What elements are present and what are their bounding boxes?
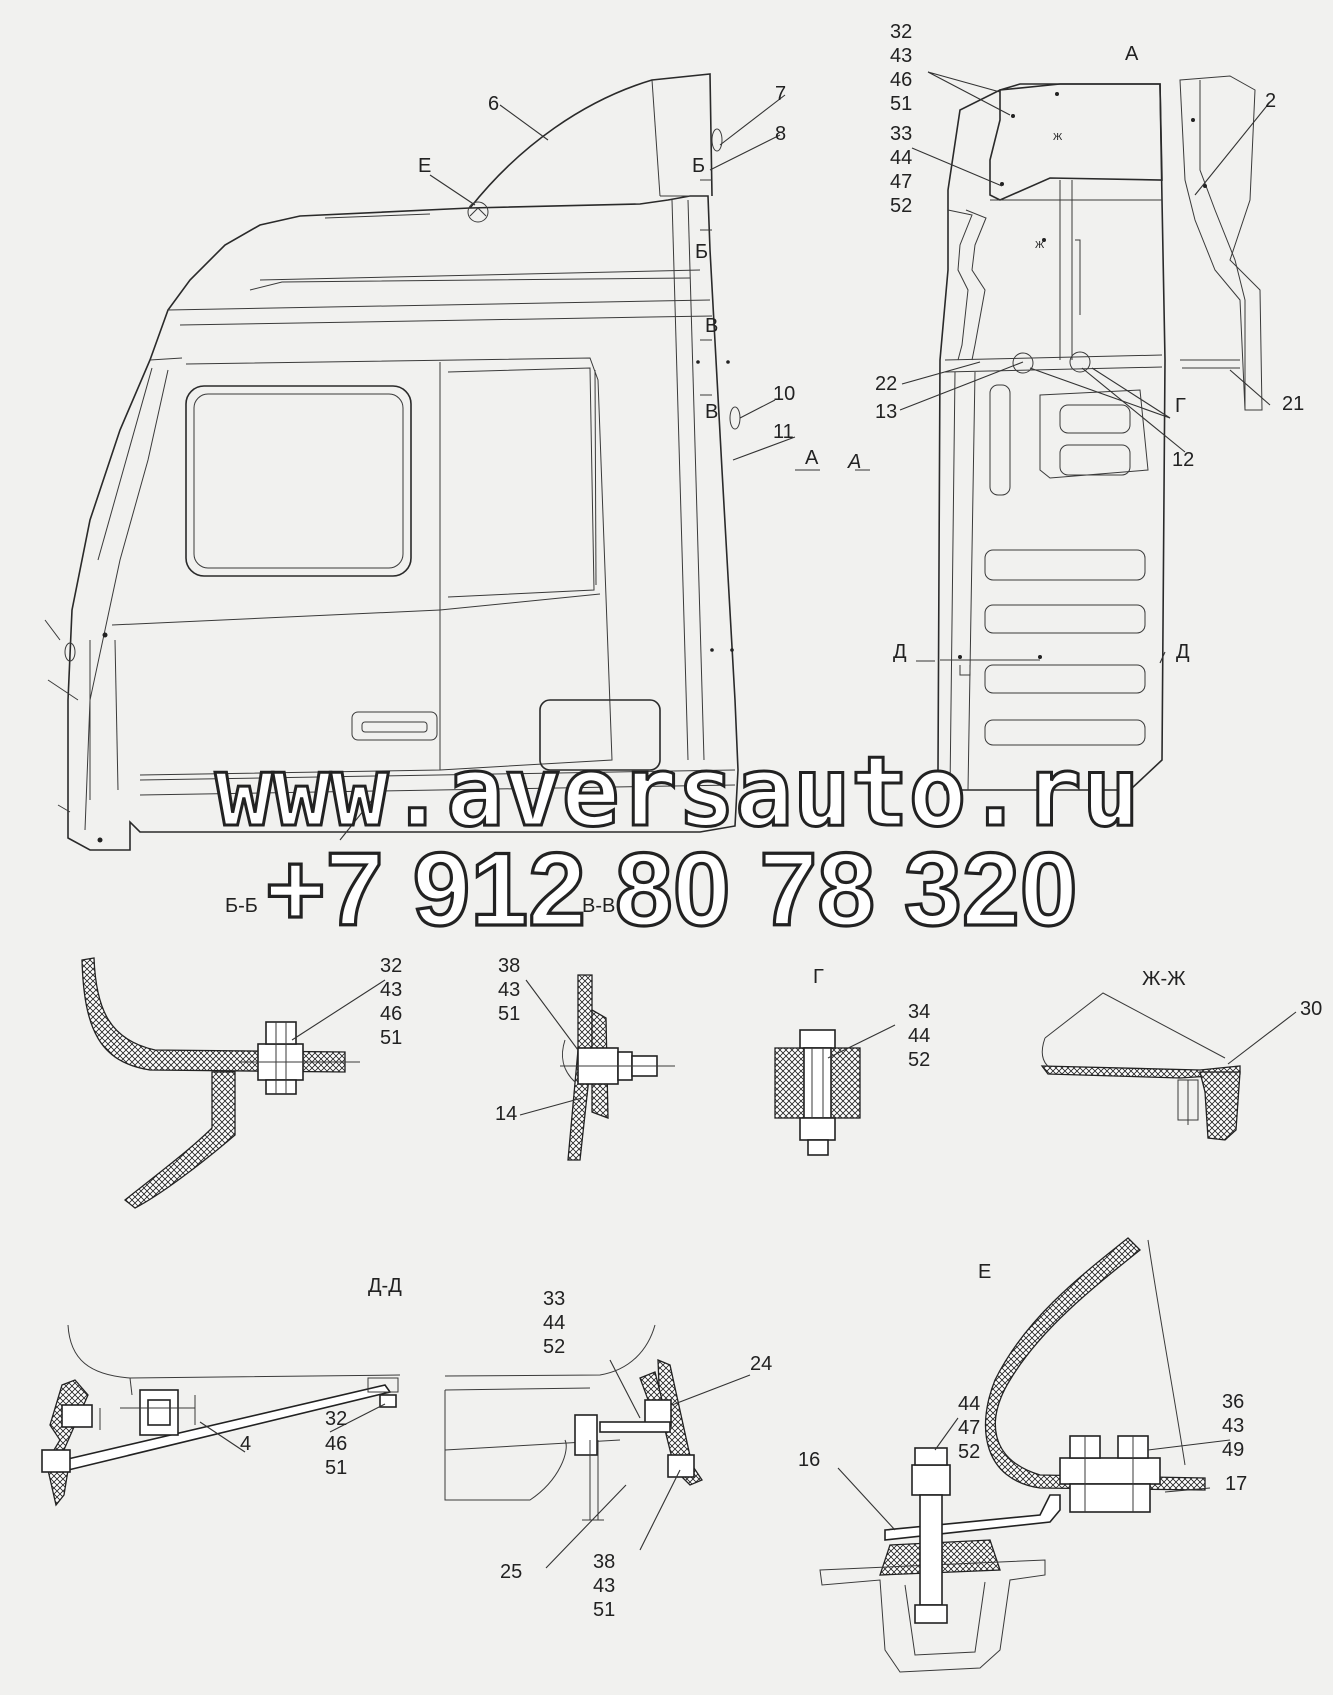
- section-zhzh: Ж-Ж 30: [1040, 968, 1322, 1141]
- section-zhzh-title: Ж-Ж: [1142, 968, 1186, 990]
- cab-rear-view: [899, 71, 1271, 791]
- label-47-mid: 47: [890, 171, 912, 193]
- section-vv: В-В 38 43 51 14: [495, 895, 675, 1161]
- dd-left-46: 46: [325, 1433, 347, 1455]
- label-32-top: 32: [890, 21, 912, 43]
- dd-top-44: 44: [543, 1312, 565, 1334]
- callout-22: 22: [875, 373, 897, 395]
- section-mark-d-left: Д: [893, 641, 907, 663]
- label-43-top: 43: [890, 45, 912, 67]
- e-part-16: 16: [798, 1449, 820, 1471]
- section-vv-title: В-В: [582, 895, 615, 917]
- label-33-mid: 33: [890, 123, 912, 145]
- callout-11: 11: [773, 421, 794, 443]
- section-bb-title: Б-Б: [225, 895, 258, 917]
- callout-6: 6: [488, 93, 499, 115]
- e-part-17: 17: [1225, 1473, 1247, 1495]
- cab-side-view: [44, 73, 870, 851]
- bb-label-43: 43: [380, 979, 402, 1001]
- watermark: www.aversauto.ru +7 912 80 78 320: [214, 735, 1142, 950]
- e-left-52: 52: [958, 1441, 980, 1463]
- callout-8: 8: [775, 123, 786, 145]
- callout-10: 10: [773, 383, 795, 405]
- vv-label-51: 51: [498, 1003, 520, 1025]
- g-label-34: 34: [908, 1001, 930, 1023]
- section-mark-zh-top: Ж: [1053, 132, 1063, 143]
- view-arrow-a-italic: А: [847, 451, 861, 473]
- detail-e-title: Е: [978, 1261, 991, 1283]
- section-mark-b-bottom: Б: [695, 241, 708, 263]
- detail-e: Е 44 47 52 36 43 49 16 17: [798, 1237, 1247, 1673]
- section-mark-b-top: Б: [692, 155, 705, 177]
- label-46-top: 46: [890, 69, 912, 91]
- dd-bottom-38: 38: [593, 1551, 615, 1573]
- callout-21: 21: [1282, 393, 1304, 415]
- vv-label-43: 43: [498, 979, 520, 1001]
- watermark-phone: +7 912 80 78 320: [265, 832, 1078, 948]
- main-view-callouts: 6 7 8 E Б Б В В 10 11 А А: [418, 83, 861, 473]
- section-dd-title: Д-Д: [368, 1275, 402, 1297]
- callout-12: 12: [1172, 449, 1194, 471]
- callout-13: 13: [875, 401, 897, 423]
- detail-g-title: Г: [813, 966, 824, 988]
- zhzh-part-30: 30: [1300, 998, 1322, 1020]
- section-mark-v-top: В: [705, 315, 718, 337]
- bb-label-46: 46: [380, 1003, 402, 1025]
- callout-e: E: [418, 155, 431, 177]
- section-dd: Д-Д 4 32 46 51 33 44 52 24 25 38 43 51: [41, 1275, 772, 1621]
- vv-part-14: 14: [495, 1103, 517, 1125]
- watermark-url: www.aversauto.ru: [215, 736, 1140, 848]
- dd-top-52: 52: [543, 1336, 565, 1358]
- rear-view-callouts: 32 43 46 51 33 44 47 52 А 2 22 13 Г 21 1…: [875, 21, 1304, 663]
- dd-part-4: 4: [240, 1433, 251, 1455]
- callout-7: 7: [775, 83, 786, 105]
- e-left-47: 47: [958, 1417, 980, 1439]
- e-right-43: 43: [1222, 1415, 1244, 1437]
- detail-g: Г 34 44 52: [774, 966, 930, 1156]
- dd-left-32: 32: [325, 1408, 347, 1430]
- view-a-label: А: [1125, 43, 1139, 65]
- section-mark-v-bottom: В: [705, 401, 718, 423]
- label-51-top: 51: [890, 93, 912, 115]
- dd-part-25: 25: [500, 1561, 522, 1583]
- e-right-49: 49: [1222, 1439, 1244, 1461]
- dd-left-51: 51: [325, 1457, 347, 1479]
- section-mark-zh-bottom: Ж: [1035, 240, 1045, 251]
- g-label-44: 44: [908, 1025, 930, 1047]
- label-52-mid: 52: [890, 195, 912, 217]
- bb-label-51: 51: [380, 1027, 402, 1049]
- dd-part-24: 24: [750, 1353, 772, 1375]
- dd-top-33: 33: [543, 1288, 565, 1310]
- bb-label-32: 32: [380, 955, 402, 977]
- section-bb: Б-Б 32 43 46 51: [81, 895, 402, 1209]
- view-arrow-a: А: [805, 447, 819, 469]
- callout-2: 2: [1265, 90, 1276, 112]
- vv-label-38: 38: [498, 955, 520, 977]
- label-44-mid: 44: [890, 147, 912, 169]
- detail-g-mark: Г: [1175, 395, 1186, 417]
- e-right-36: 36: [1222, 1391, 1244, 1413]
- e-left-44: 44: [958, 1393, 980, 1415]
- section-mark-d-right: Д: [1176, 641, 1190, 663]
- dd-bottom-43: 43: [593, 1575, 615, 1597]
- g-label-52: 52: [908, 1049, 930, 1071]
- dd-bottom-51: 51: [593, 1599, 615, 1621]
